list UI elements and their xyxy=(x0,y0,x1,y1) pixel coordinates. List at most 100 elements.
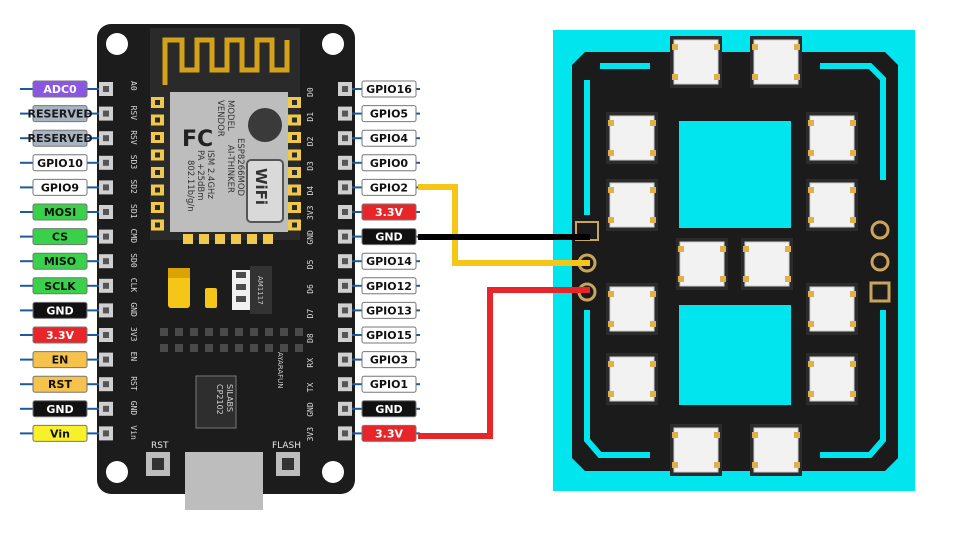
led-body xyxy=(753,39,799,85)
led-lead xyxy=(608,321,614,327)
module-pad xyxy=(215,234,225,244)
segment-window-top xyxy=(679,121,791,228)
module-vendor: VENDOR xyxy=(215,100,225,137)
module-pad-hole xyxy=(292,152,297,158)
module-pads-left xyxy=(151,97,273,244)
smd-pad xyxy=(236,272,246,278)
header-pin-hole xyxy=(342,159,348,166)
led-lead xyxy=(672,44,678,50)
pin-label-left: MISO xyxy=(20,252,99,270)
out-pad-3 xyxy=(869,281,891,303)
pin-label-text: GND xyxy=(46,403,73,416)
led-lead xyxy=(650,120,656,126)
pin-label-box xyxy=(32,178,88,196)
led-lead xyxy=(850,150,856,156)
pin-label-box xyxy=(361,400,417,418)
smd-pad xyxy=(280,328,288,336)
led-lead xyxy=(672,432,678,438)
header-pin-hole xyxy=(103,159,109,166)
module-pad xyxy=(199,234,209,244)
pin-label-text: 3.3V xyxy=(46,329,74,342)
header-pin-hole xyxy=(103,86,109,92)
silk-label: Vin xyxy=(129,425,138,440)
silk-label: TX xyxy=(306,382,315,392)
pin-label-box xyxy=(32,154,88,172)
esp8266-module: FC WiFi MODEL VENDOR ESP8266MOD AI-THINK… xyxy=(150,28,300,240)
silk-label: SD2 xyxy=(129,179,138,194)
led-body xyxy=(809,286,855,332)
module-pad-hole xyxy=(292,100,297,105)
pin-label-text: 3.3V xyxy=(375,427,403,440)
pin-label-left: CS xyxy=(20,228,99,246)
module-pad-hole xyxy=(155,222,160,228)
silk-label: D2 xyxy=(306,136,315,146)
header-left: A0RSVRSVSD3SD2SD1CMDSD0CLKGND3V3ENRSTGND… xyxy=(99,81,138,441)
led-lead xyxy=(650,150,656,156)
led-lead xyxy=(714,462,720,468)
pin-label-text: GPIO1 xyxy=(370,378,408,391)
led-lead xyxy=(785,246,791,252)
pin-label-text: SCLK xyxy=(44,280,76,293)
header-pin-hole xyxy=(342,356,348,363)
mount-hole-top-right xyxy=(322,33,344,55)
pin-label-text: GPIO0 xyxy=(370,157,409,170)
mount-hole-bottom-right xyxy=(322,461,344,483)
header-pin-hole xyxy=(342,209,348,215)
pin-labels-right: GPIO16GPIO5GPIO4GPIO0GPIO23.3VGNDGPIO14G… xyxy=(352,80,420,442)
pin-label-text: GPIO2 xyxy=(370,181,408,194)
silk-label: CLK xyxy=(129,278,138,293)
module-standard: 802.11b/g/n xyxy=(185,160,195,212)
silk-label: EN xyxy=(129,352,138,362)
pin-label-text: MOSI xyxy=(44,206,76,219)
pin-label-box xyxy=(32,301,88,319)
module-pad xyxy=(247,234,257,244)
led-lead xyxy=(650,291,656,297)
module-pad-hole xyxy=(292,187,297,193)
header-pin-hole xyxy=(103,430,109,437)
header-pin-hole xyxy=(342,430,348,437)
pin-label-right: 3.3V xyxy=(352,203,420,221)
pin-label-text: GPIO12 xyxy=(366,280,412,293)
pin-label-left: GND xyxy=(20,301,99,319)
header-pin-hole xyxy=(342,184,348,191)
led xyxy=(606,353,658,405)
smd-pad xyxy=(160,328,168,336)
header-pin-hole xyxy=(342,381,348,388)
smd-pad xyxy=(265,328,273,336)
silk-label: GND xyxy=(129,401,138,416)
trace-5 xyxy=(820,310,886,458)
pin-label-text: 3.3V xyxy=(375,206,403,219)
led-lead xyxy=(850,321,856,327)
led-body xyxy=(609,356,655,402)
regulator-label: AM1117 xyxy=(256,276,264,305)
fc-mark: FC xyxy=(182,127,213,152)
led-lead xyxy=(743,276,749,282)
pin-label-text: GPIO4 xyxy=(370,132,409,145)
silk-label: SD0 xyxy=(129,253,138,268)
pin-label-box xyxy=(361,80,417,98)
led-lead xyxy=(808,321,814,327)
pin-label-box xyxy=(32,80,88,98)
led-lead xyxy=(808,217,814,223)
silk-label: GND xyxy=(306,402,315,417)
silk-label: RST xyxy=(129,376,138,391)
pin-label-left: MOSI xyxy=(20,203,99,221)
pin-label-right: GPIO12 xyxy=(352,277,420,295)
led-body xyxy=(809,115,855,161)
pin-label-box xyxy=(32,277,88,295)
module-pad-hole xyxy=(292,135,297,140)
module-model: MODEL xyxy=(225,100,235,131)
pin-label-right: GPIO13 xyxy=(352,301,420,319)
led-lead xyxy=(720,246,726,252)
silk-label: 3V3 xyxy=(129,327,138,342)
led-lead xyxy=(608,187,614,193)
pin-label-right: GPIO1 xyxy=(352,375,420,393)
pin-label-box xyxy=(32,326,88,344)
led-lead xyxy=(808,120,814,126)
pin-label-box xyxy=(361,301,417,319)
led-lead xyxy=(678,246,684,252)
pin-label-right: GPIO5 xyxy=(352,105,420,123)
led-body xyxy=(673,427,719,473)
pin-label-box xyxy=(32,351,88,369)
